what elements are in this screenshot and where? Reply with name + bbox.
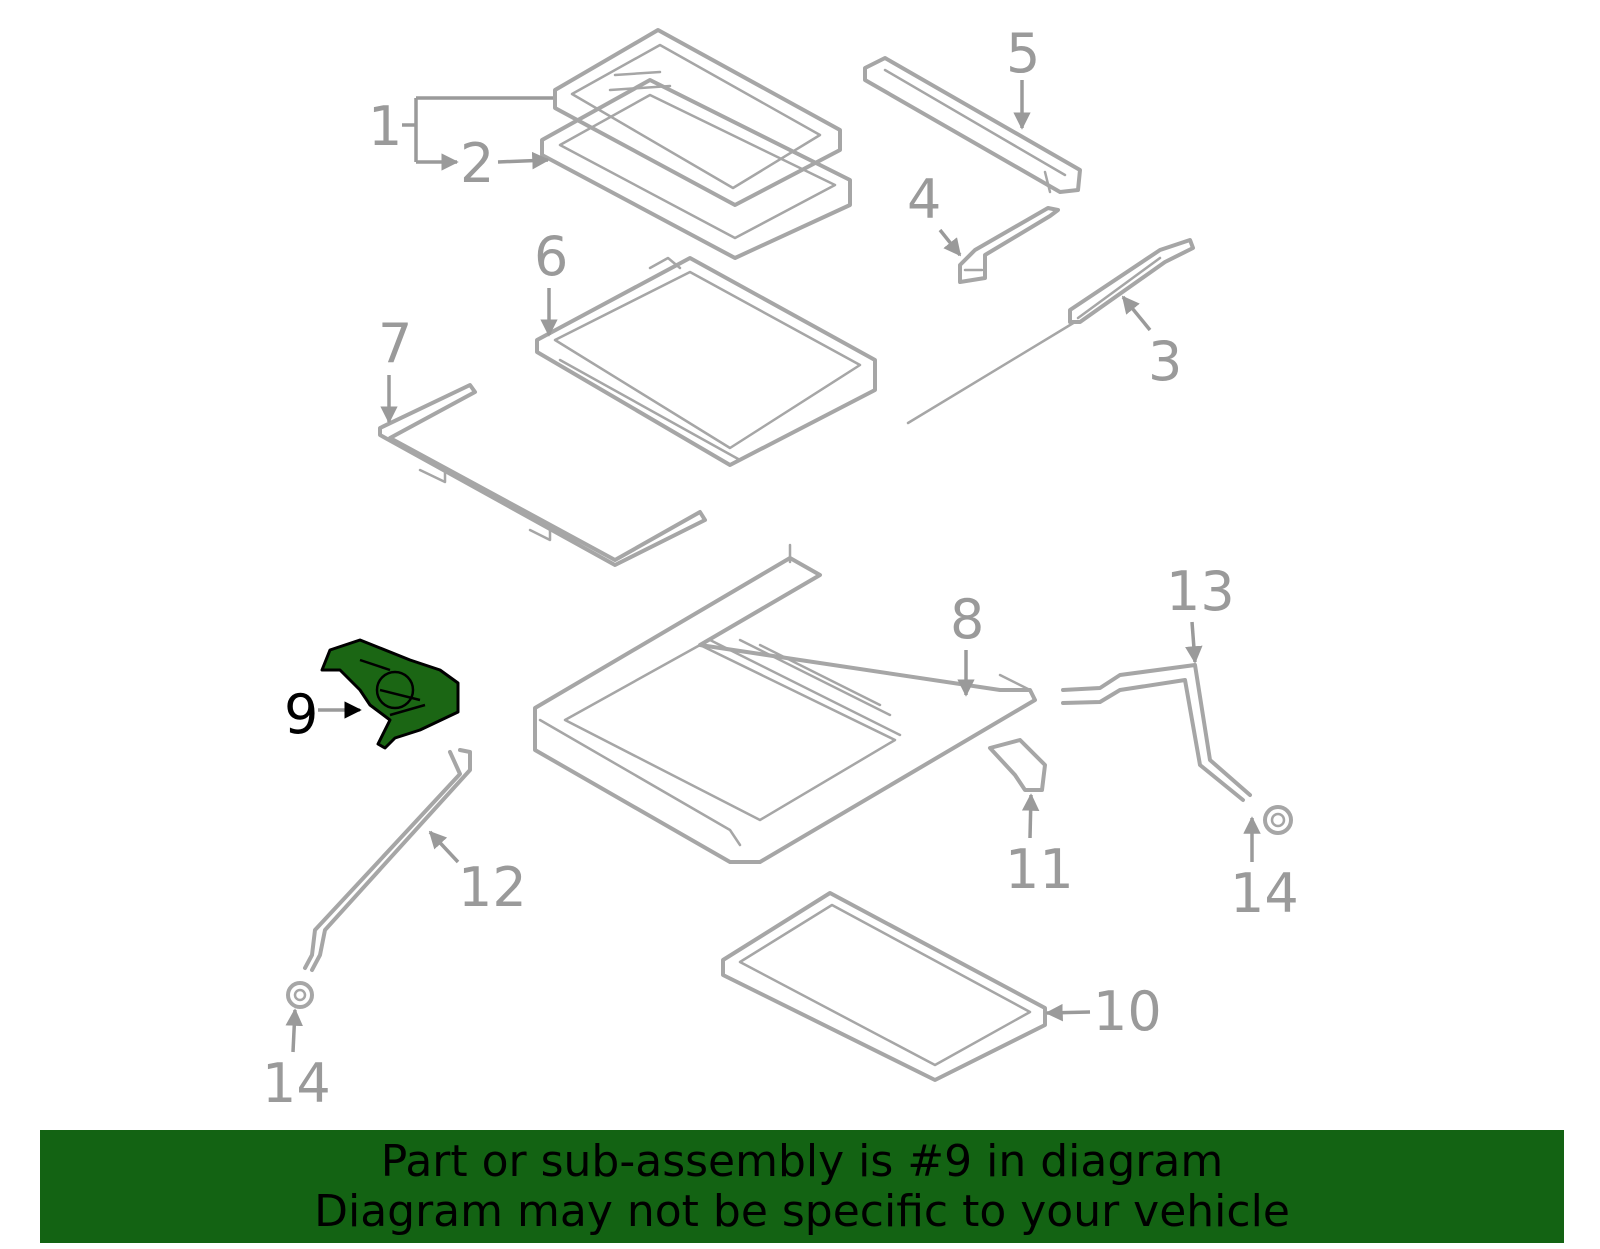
seal-part <box>540 78 852 260</box>
callout-14-right: 14 <box>1230 816 1299 925</box>
callout-label: 11 <box>1005 838 1074 901</box>
callout-6: 6 <box>534 225 568 337</box>
banner-line-1: Part or sub-assembly is #9 in diagram <box>380 1135 1224 1187</box>
callout-9: 9 <box>284 683 362 746</box>
callout-14-left: 14 <box>262 1008 331 1115</box>
callout-label: 5 <box>1006 22 1040 85</box>
callout-label: 6 <box>534 225 568 288</box>
callout-5: 5 <box>1006 22 1040 130</box>
info-banner: Part or sub-assembly is #9 in diagram Di… <box>40 1130 1564 1243</box>
shade-frame-part <box>535 256 877 467</box>
glass-panel-part <box>553 28 842 207</box>
banner-line-2: Diagram may not be specific to your vehi… <box>314 1185 1290 1237</box>
front-rail-part <box>863 56 1082 194</box>
parts-diagram: 1 2 3 4 5 6 7 8 9 10 11 12 <box>262 22 1299 1115</box>
callout-label: 3 <box>1148 330 1182 393</box>
cable-guide-part <box>906 238 1195 425</box>
sunshade-part <box>378 383 707 567</box>
lower-seal-part <box>721 891 1047 1082</box>
sunroof-motor-highlighted-part[interactable] <box>320 638 460 750</box>
callout-12: 12 <box>428 830 527 919</box>
callout-3: 3 <box>1121 295 1182 393</box>
callout-label: 14 <box>1230 862 1299 925</box>
callout-4: 4 <box>907 168 962 257</box>
callout-label: 4 <box>907 168 941 231</box>
callout-label: 9 <box>284 683 318 746</box>
callout-label: 7 <box>378 312 412 375</box>
callout-label: 13 <box>1166 560 1235 623</box>
right-drain-hose-part <box>1061 663 1293 835</box>
callout-2: 2 <box>460 132 550 195</box>
callout-13: 13 <box>1166 560 1235 664</box>
callout-label: 8 <box>950 588 984 651</box>
callout-1: 1 <box>368 95 553 162</box>
callout-11: 11 <box>1005 793 1074 901</box>
callout-label: 1 <box>368 95 402 158</box>
small-bracket-part <box>988 738 1047 792</box>
callout-7: 7 <box>378 312 412 424</box>
left-drain-hose-part <box>286 748 472 1009</box>
callout-label: 10 <box>1093 980 1162 1043</box>
callout-10: 10 <box>1045 980 1162 1043</box>
callout-label: 2 <box>460 132 494 195</box>
callout-8: 8 <box>950 588 984 697</box>
sunroof-housing-part <box>533 543 1037 864</box>
bracket-part <box>958 206 1060 284</box>
callout-label: 12 <box>458 856 527 919</box>
callout-label: 14 <box>262 1052 331 1115</box>
